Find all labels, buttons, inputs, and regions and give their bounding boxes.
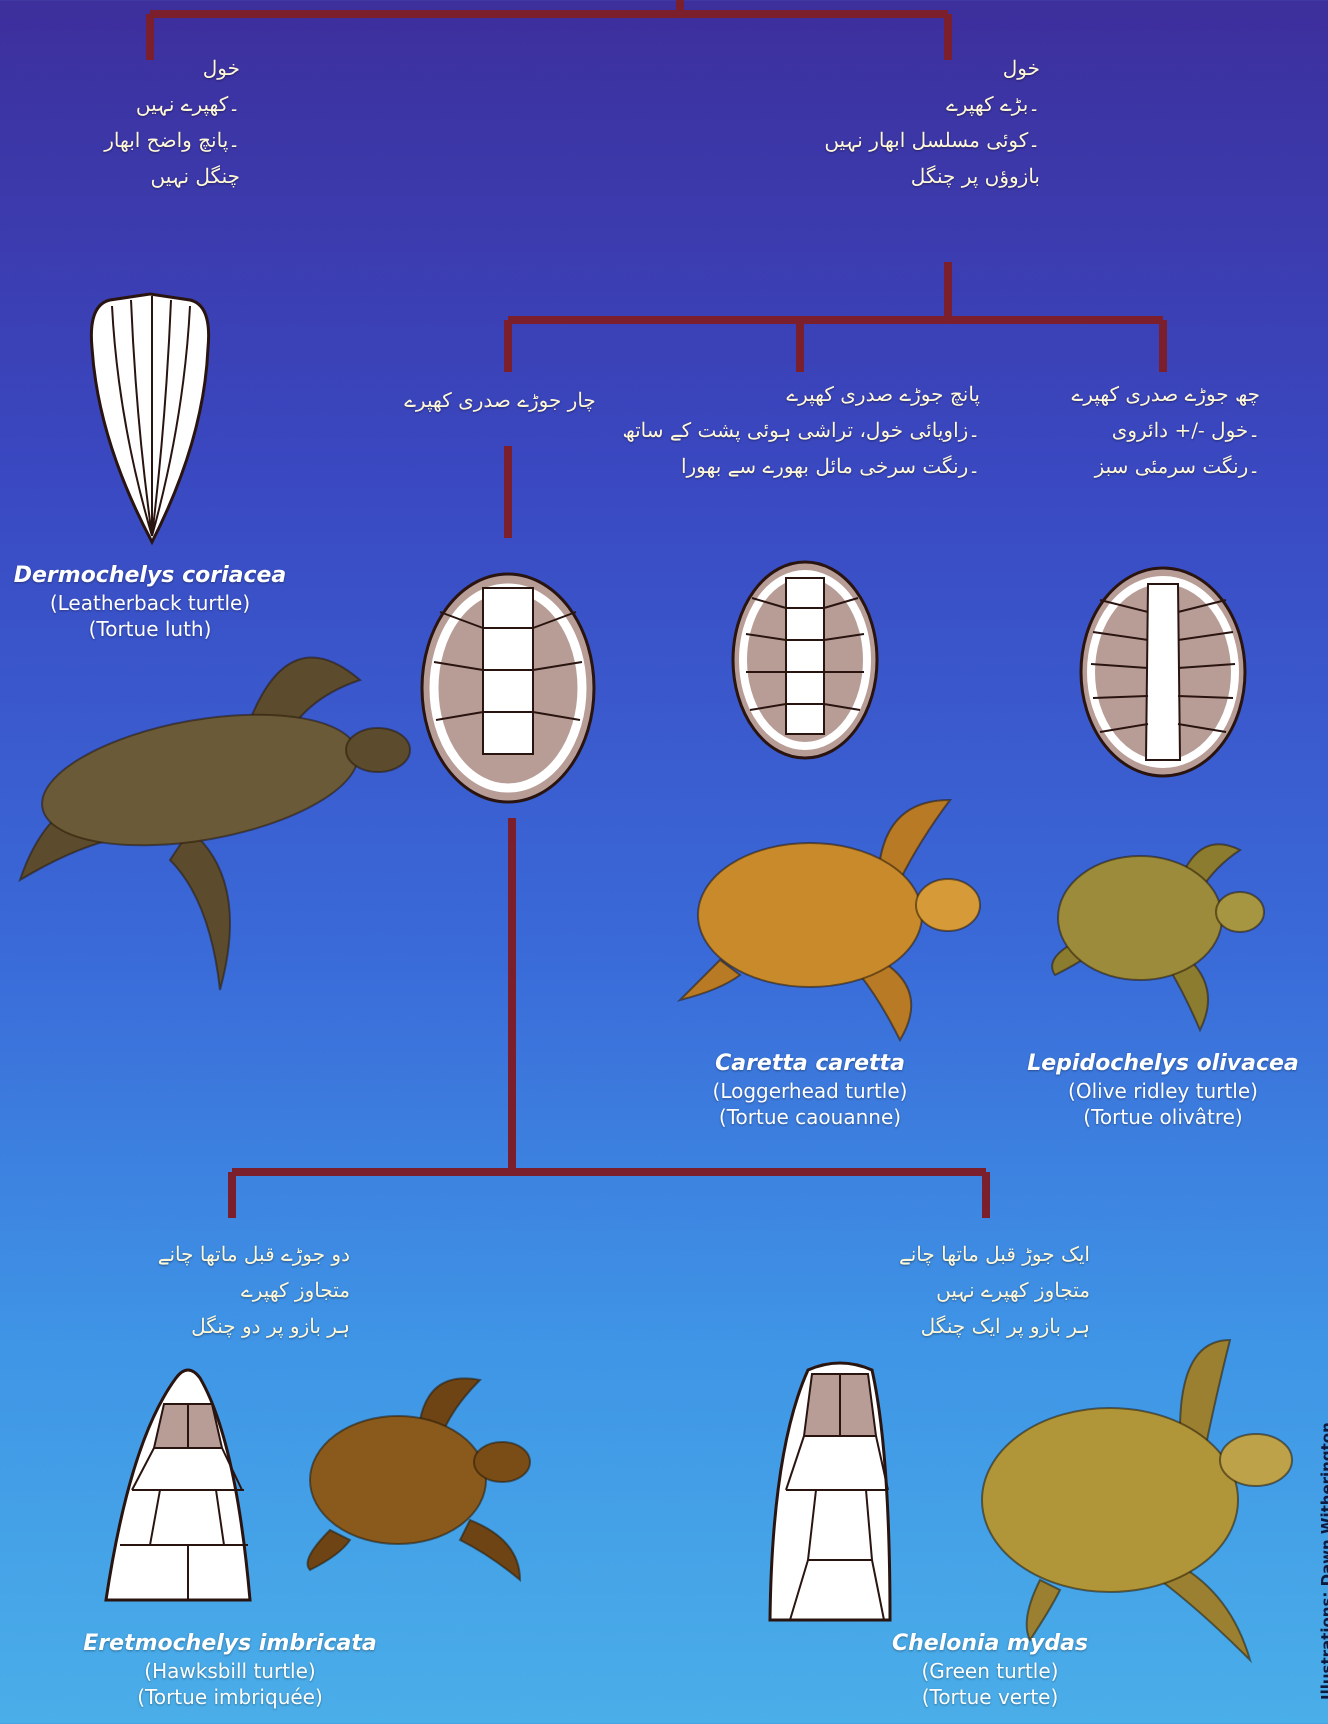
loggerhead-body [698, 843, 922, 987]
species-label-leatherback: Dermochelys coriacea (Leatherback turtle… [0, 562, 300, 642]
french-name: (Tortue luth) [0, 616, 300, 642]
french-name: (Tortue olivâtre) [1008, 1104, 1318, 1130]
node-two-pairs-prefrontal: دو جوڑے قبل ماتھا چانے متجاوز کھپرے ہر ب… [110, 1236, 350, 1344]
french-name: (Tortue verte) [840, 1684, 1140, 1710]
green-illustration [982, 1340, 1292, 1660]
node-line: ۔زاویائی خول، تراشی ہوئی پشت کے ساتھ [620, 412, 980, 448]
vertebral-scute [483, 670, 533, 712]
hawksbill-head-diagram [106, 1370, 250, 1600]
leatherback-carapace-outline [91, 294, 208, 542]
node-line: ۔خول -/+ دائروی [1040, 412, 1260, 448]
loggerhead-illustration [680, 800, 980, 1040]
english-name: (Leatherback turtle) [0, 590, 300, 616]
node-line: خول [80, 50, 240, 86]
node-line: ۔بڑے کھپرے [780, 86, 1040, 122]
hawksbill-body [310, 1416, 486, 1544]
english-name: (Loggerhead turtle) [660, 1078, 960, 1104]
four-pair-carapace [422, 574, 594, 802]
vertebral-scute [786, 672, 824, 704]
french-name: (Tortue imbriquée) [70, 1684, 390, 1710]
node-leatherback-branch: خول ۔کھپرے نہیں ۔پانچ واضح ابھار چنگل نہ… [80, 50, 240, 194]
vertebral-scute [483, 588, 533, 628]
vertebral-scute [483, 712, 533, 754]
french-name: (Tortue caouanne) [660, 1104, 960, 1130]
node-line: چھ جوڑے صدری کھپرے [1040, 376, 1260, 412]
node-line: چنگل نہیں [80, 158, 240, 194]
leatherback-head [346, 728, 410, 772]
vertebral-column [1146, 584, 1180, 760]
node-line: ۔پانچ واضح ابھار [80, 122, 240, 158]
vertebral-scute [483, 628, 533, 670]
species-label-loggerhead: Caretta caretta (Loggerhead turtle) (Tor… [660, 1050, 960, 1130]
vertebral-scute [786, 608, 824, 640]
leatherback-illustration [20, 658, 410, 991]
node-line: متجاوز کھپرے نہیں [850, 1272, 1090, 1308]
olive-ridley-head [1216, 892, 1264, 932]
node-line: دو جوڑے قبل ماتھا چانے [110, 1236, 350, 1272]
node-line: بازوؤں پر چنگل [780, 158, 1040, 194]
species-label-green: Chelonia mydas (Green turtle) (Tortue ve… [840, 1630, 1140, 1710]
node-line: ہر بازو پر دو چنگل [110, 1308, 350, 1344]
olive-ridley-illustration [1052, 844, 1264, 1030]
node-scute-branch: خول ۔بڑے کھپرے ۔کوئی مسلسل ابھار نہیں با… [780, 50, 1040, 194]
green-head [1220, 1434, 1292, 1486]
species-label-hawksbill: Eretmochelys imbricata (Hawksbill turtle… [70, 1630, 390, 1710]
node-five-pairs: پانچ جوڑے صدری کھپرے ۔زاویائی خول، تراشی… [620, 376, 980, 484]
five-pair-carapace [733, 562, 877, 758]
species-label-olive-ridley: Lepidochelys olivacea (Olive ridley turt… [1008, 1050, 1318, 1130]
english-name: (Hawksbill turtle) [70, 1658, 390, 1684]
illustration-credit: Illustrations: Dawn Witherington [1318, 1422, 1328, 1700]
scientific-name: Dermochelys coriacea [0, 562, 300, 590]
loggerhead-head [916, 879, 980, 931]
node-line: ۔کھپرے نہیں [80, 86, 240, 122]
hawksbill-illustration [308, 1378, 531, 1580]
scientific-name: Caretta caretta [660, 1050, 960, 1078]
green-body [982, 1408, 1238, 1592]
scientific-name: Chelonia mydas [840, 1630, 1140, 1658]
node-line: پانچ جوڑے صدری کھپرے [620, 376, 980, 412]
hawksbill-head [474, 1442, 530, 1482]
scientific-name: Eretmochelys imbricata [70, 1630, 390, 1658]
node-line: چار جوڑے صدری کھپرے [380, 382, 620, 418]
node-line: ۔رنگت سرخی مائل بھورے سے بھورا [620, 448, 980, 484]
hawksbill-flipper-rear [460, 1520, 520, 1580]
vertebral-scute [786, 578, 824, 608]
leatherback-carapace [91, 294, 208, 542]
vertebral-scute [786, 704, 824, 734]
node-four-pairs: چار جوڑے صدری کھپرے [380, 382, 620, 418]
vertebral-scute [786, 640, 824, 672]
node-line: ہر بازو پر ایک چنگل [850, 1308, 1090, 1344]
scientific-name: Lepidochelys olivacea [1008, 1050, 1318, 1078]
node-line: ۔کوئی مسلسل ابھار نہیں [780, 122, 1040, 158]
node-one-pair-prefrontal: ایک جوڑ قبل ماتھا چانے متجاوز کھپرے نہیں… [850, 1236, 1090, 1344]
node-line: ۔رنگت سرمئی سبز [1040, 448, 1260, 484]
node-line: ایک جوڑ قبل ماتھا چانے [850, 1236, 1090, 1272]
six-pair-carapace [1081, 568, 1245, 776]
node-six-pairs: چھ جوڑے صدری کھپرے ۔خول -/+ دائروی ۔رنگت… [1040, 376, 1260, 484]
hawksbill-flipper-hind [308, 1530, 351, 1570]
node-line: خول [780, 50, 1040, 86]
english-name: (Olive ridley turtle) [1008, 1078, 1318, 1104]
node-line: متجاوز کھپرے [110, 1272, 350, 1308]
branch-line-mid [508, 262, 1163, 372]
leatherback-flipper-rear [170, 830, 230, 990]
olive-ridley-body [1058, 856, 1222, 980]
green-head-diagram [770, 1363, 890, 1620]
english-name: (Green turtle) [840, 1658, 1140, 1684]
